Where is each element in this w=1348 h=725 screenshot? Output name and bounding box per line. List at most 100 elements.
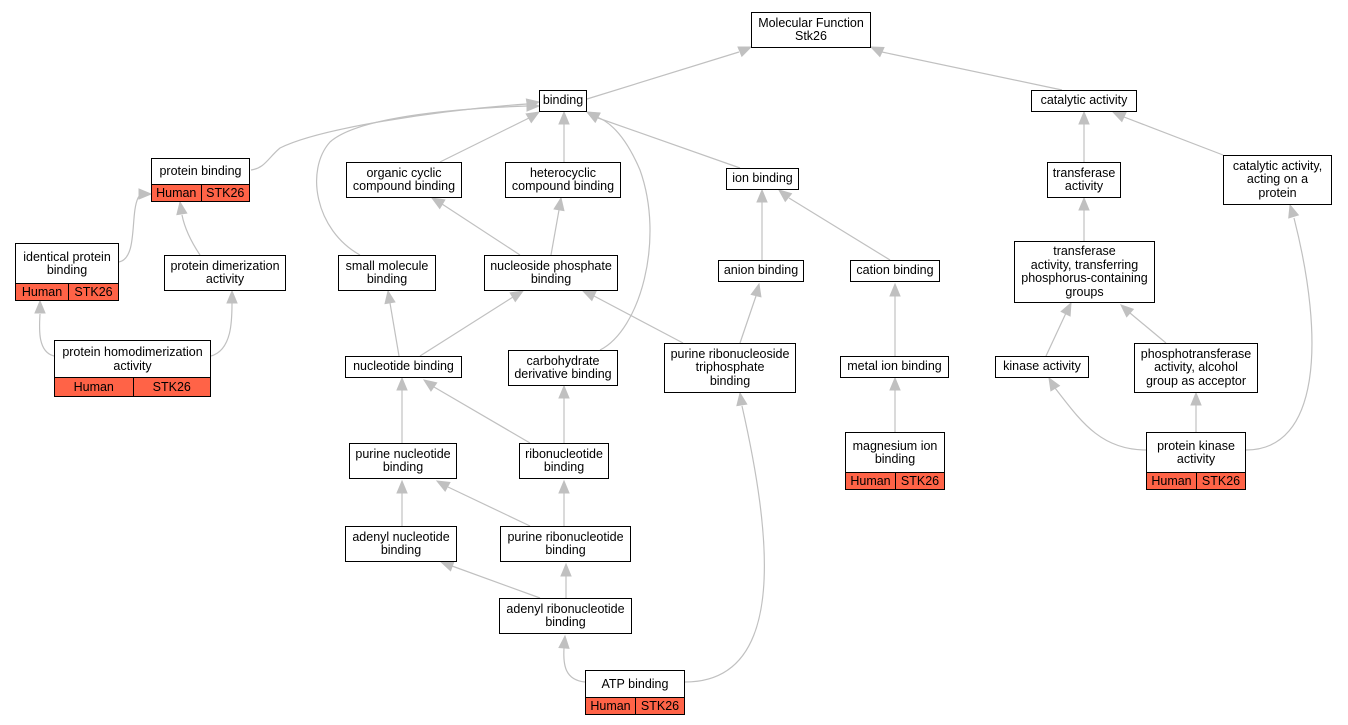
node-label: phosphotransferase activity, alcohol gro… (1140, 346, 1252, 388)
node-label: kinase activity (1003, 359, 1081, 374)
node-mf[interactable]: Molecular Function Stk26 (751, 12, 871, 48)
gene-cell: STK26 (132, 378, 211, 396)
node-label: purine ribonucleotide binding (507, 529, 624, 557)
arrow-head (869, 46, 885, 58)
node-binding[interactable]: binding (539, 90, 587, 112)
node-label: ATP binding (601, 676, 669, 691)
node-anion[interactable]: anion binding (718, 260, 804, 282)
arrow-head (1288, 203, 1300, 219)
edge-purine-ribonuc-to-purine-nuc (435, 480, 531, 527)
edge-purine-rtp-to-nuc-phosphate (581, 290, 684, 344)
edge-line (597, 117, 741, 169)
species-cell: Human (21, 285, 63, 299)
arrow-head (581, 290, 597, 302)
species-cell: Human (156, 186, 197, 200)
edge-carbohydrate-to-binding (585, 111, 651, 351)
edge-line (447, 486, 531, 527)
edge-line (389, 302, 400, 357)
node-phosphotransferase[interactable]: phosphotransferase activity, alcohol gro… (1134, 343, 1258, 393)
arrow-head (176, 200, 188, 216)
node-adenyl-ribonuc[interactable]: adenyl ribonucleotide binding (499, 598, 632, 634)
edge-line (1245, 217, 1313, 451)
node-dimerization[interactable]: protein dimerization activity (164, 255, 286, 291)
edge-small-molecule-to-binding (316, 100, 541, 256)
edge-atp-to-adenyl-ribonuc (558, 634, 586, 683)
edge-line (739, 295, 757, 344)
arrow-head (439, 560, 455, 572)
node-cation[interactable]: cation binding (850, 260, 940, 282)
edge-line (586, 51, 740, 100)
edge-anion-to-ion-binding (756, 188, 768, 260)
edge-adenyl-ribonuc-to-adenyl-nuc (439, 560, 541, 599)
gene-cell: STK26 (1196, 473, 1245, 489)
node-catalytic[interactable]: catalytic activity (1031, 90, 1137, 112)
node-label: purine ribonucleoside triphosphate bindi… (670, 346, 790, 388)
edge-ion-binding-to-binding (585, 111, 741, 169)
edge-ribonucleotide-to-nucleotide (422, 379, 531, 444)
node-label: nucleoside phosphate binding (490, 258, 612, 286)
node-organic-cyclic[interactable]: organic cyclic compound binding (346, 162, 462, 198)
arrow-head (889, 376, 901, 391)
node-purine-ribonuc[interactable]: purine ribonucleotide binding (500, 526, 631, 562)
gene-cell: STK26 (635, 698, 684, 714)
edge-pkinase-to-phosphotransferase (1190, 391, 1202, 432)
arrow-head (226, 289, 238, 304)
node-label: anion binding (723, 263, 799, 278)
node-nuc-phosphate[interactable]: nucleoside phosphate binding (484, 255, 618, 291)
edge-line (1054, 387, 1147, 451)
edge-line (451, 565, 541, 599)
edge-line (881, 51, 1063, 91)
node-label: metal ion binding (847, 359, 942, 374)
node-label: magnesium ion binding (852, 438, 938, 466)
node-carbohydrate[interactable]: carbohydrate derivative binding (508, 350, 618, 386)
node-kinase[interactable]: kinase activity (995, 356, 1089, 378)
arrow-head (422, 379, 438, 392)
arrow-head (560, 562, 572, 577)
edge-transferase-to-catalytic (1078, 110, 1090, 162)
edge-purine-ribonuc-to-ribonucleotide (558, 479, 570, 526)
node-transferase-p[interactable]: transferase activity, transferring phosp… (1014, 241, 1155, 303)
edge-adenyl-ribonuc-to-purine-ribonuc (560, 562, 572, 598)
edge-metal-ion-to-cation (889, 282, 901, 356)
node-cat-protein[interactable]: catalytic activity, acting on a protein (1223, 155, 1332, 205)
arrow-head (396, 376, 408, 391)
node-purine-rtp[interactable]: purine ribonucleoside triphosphate bindi… (664, 343, 796, 393)
edge-line (684, 405, 765, 683)
node-ion-binding[interactable]: ion binding (726, 168, 799, 190)
edge-nuc-phosphate-to-heterocyclic (550, 196, 565, 256)
node-small-molecule[interactable]: small molecule binding (338, 255, 436, 291)
node-metal-ion[interactable]: metal ion binding (840, 356, 949, 378)
edge-nucleotide-to-small-molecule (384, 289, 400, 357)
edge-identical-to-protein-binding (118, 188, 153, 263)
edge-line (181, 214, 201, 256)
node-label: purine nucleotide binding (355, 446, 451, 474)
edge-line (118, 193, 150, 263)
edge-dimerization-to-protein-binding (176, 200, 201, 256)
node-transferase[interactable]: transferase activity (1047, 162, 1121, 198)
edge-line (1123, 116, 1224, 156)
node-heterocyclic[interactable]: heterocyclic compound binding (505, 162, 621, 198)
edge-binding-to-mf (586, 46, 753, 100)
node-purine-nuc[interactable]: purine nucleotide binding (349, 443, 457, 479)
node-nucleotide[interactable]: nucleotide binding (345, 356, 462, 378)
arrow-head (1190, 391, 1202, 406)
edge-line (316, 105, 528, 256)
edge-homodimer-to-identical (34, 299, 55, 357)
edge-kinase-to-transferase-p (1045, 301, 1072, 357)
node-label: identical protein binding (23, 249, 111, 277)
node-ribonucleotide[interactable]: ribonucleotide binding (519, 443, 609, 479)
node-adenyl-nuc[interactable]: adenyl nucleotide binding (345, 526, 457, 562)
edge-line (433, 386, 531, 444)
arrow-head (558, 110, 570, 125)
node-label: catalytic activity, acting on a protein (1232, 158, 1323, 200)
